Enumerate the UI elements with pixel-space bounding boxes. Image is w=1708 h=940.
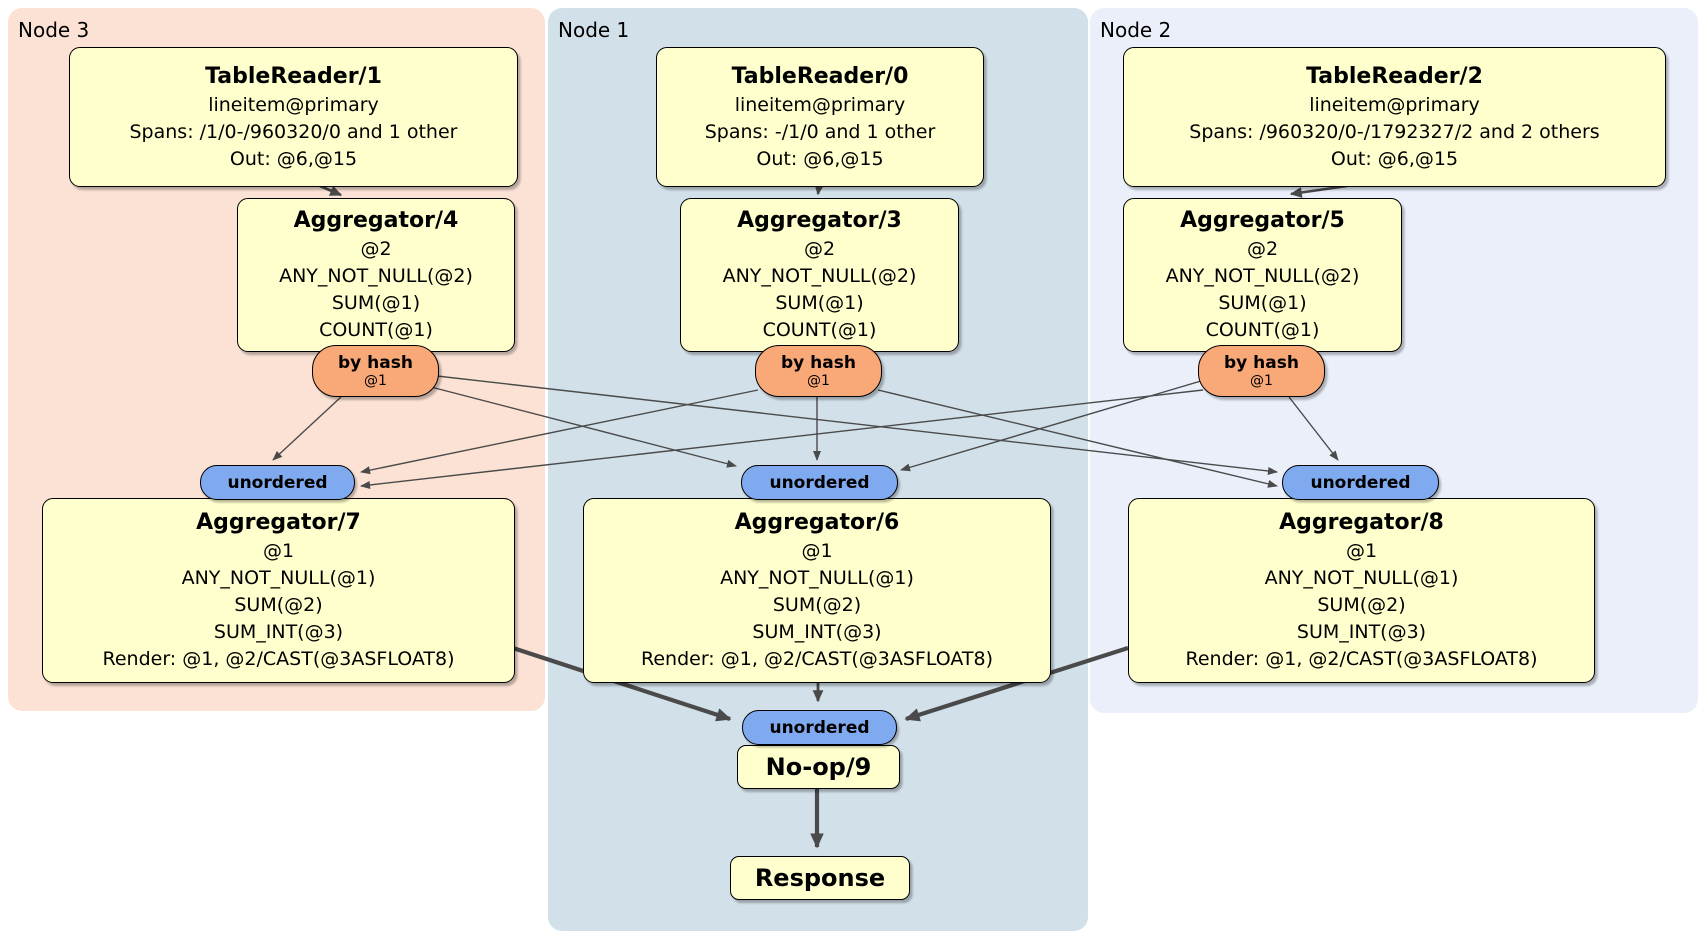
processor-response: Response <box>730 856 910 900</box>
processor-detail: Render: @1, @2/CAST(@3ASFLOAT8) <box>641 648 993 670</box>
edge-hashM-syncR <box>877 389 1278 488</box>
processor-detail: COUNT(@1) <box>319 319 433 341</box>
router-detail: @1 <box>807 372 830 389</box>
processor-tablereader-2: TableReader/2 lineitem@primary Spans: /9… <box>1123 47 1666 187</box>
processor-aggregator-6: Aggregator/6 @1 ANY_NOT_NULL(@1) SUM(@2)… <box>583 498 1051 683</box>
router-by-hash-left: by hash @1 <box>312 345 439 397</box>
sync-label: unordered <box>769 472 870 493</box>
processor-detail: SUM(@2) <box>234 594 323 616</box>
sync-unordered-left: unordered <box>200 465 355 500</box>
processor-detail: ANY_NOT_NULL(@1) <box>720 567 914 589</box>
router-by-hash-mid: by hash @1 <box>755 345 882 397</box>
panel-node3-label: Node 3 <box>18 18 90 42</box>
processor-detail: @2 <box>803 238 836 260</box>
router-label: by hash <box>781 352 856 373</box>
processor-detail: lineitem@primary <box>208 93 379 116</box>
processor-detail: Spans: -/1/0 and 1 other <box>704 120 936 143</box>
processor-detail: ANY_NOT_NULL(@2) <box>279 265 473 287</box>
processor-detail: SUM_INT(@3) <box>213 621 344 643</box>
router-label: by hash <box>1224 352 1299 373</box>
processor-detail: @2 <box>1246 238 1279 260</box>
processor-detail: Render: @1, @2/CAST(@3ASFLOAT8) <box>1185 648 1538 670</box>
processor-detail: SUM(@1) <box>775 292 864 314</box>
edge-hashR-syncM <box>900 380 1202 472</box>
processor-detail: COUNT(@1) <box>1205 319 1320 341</box>
processor-title: Response <box>754 864 886 892</box>
sync-unordered-final: unordered <box>742 710 897 745</box>
edge-hashL-syncL <box>272 396 342 461</box>
edge-tr2-agg5 <box>1289 184 1348 198</box>
processor-detail: ANY_NOT_NULL(@1) <box>181 567 376 589</box>
processor-detail: @1 <box>1345 540 1378 562</box>
edge-tr1-agg4 <box>319 184 343 197</box>
sync-unordered-right: unordered <box>1282 465 1439 500</box>
processor-title: Aggregator/6 <box>734 510 900 535</box>
processor-aggregator-8: Aggregator/8 @1 ANY_NOT_NULL(@1) SUM(@2)… <box>1128 498 1595 683</box>
edge-hashL-syncR <box>436 375 1278 475</box>
processor-detail: Render: @1, @2/CAST(@3ASFLOAT8) <box>102 648 455 670</box>
processor-detail: @2 <box>360 238 392 260</box>
processor-title: TableReader/2 <box>1306 63 1483 89</box>
processor-aggregator-4: Aggregator/4 @2 ANY_NOT_NULL(@2) SUM(@1)… <box>237 198 515 352</box>
processor-detail: ANY_NOT_NULL(@2) <box>1165 265 1360 287</box>
panel-node2-label: Node 2 <box>1100 18 1172 42</box>
processor-detail: SUM(@1) <box>331 292 421 314</box>
processor-detail: Out: @6,@15 <box>756 147 884 170</box>
processor-detail: @1 <box>801 540 833 562</box>
router-detail: @1 <box>1250 372 1273 389</box>
processor-title: Aggregator/5 <box>1180 208 1345 233</box>
sync-label: unordered <box>1310 472 1411 493</box>
processor-detail: lineitem@primary <box>1309 93 1480 116</box>
processor-tablereader-1: TableReader/1 lineitem@primary Spans: /1… <box>69 47 518 187</box>
processor-title: TableReader/0 <box>731 63 909 89</box>
processor-detail: lineitem@primary <box>734 93 906 116</box>
processor-title: Aggregator/4 <box>293 208 459 233</box>
processor-detail: COUNT(@1) <box>762 319 877 341</box>
router-label: by hash <box>338 352 413 373</box>
processor-noop-9: No-op/9 <box>737 745 900 789</box>
processor-aggregator-3: Aggregator/3 @2 ANY_NOT_NULL(@2) SUM(@1)… <box>680 198 959 352</box>
processor-detail: SUM(@1) <box>1218 292 1307 314</box>
processor-aggregator-5: Aggregator/5 @2 ANY_NOT_NULL(@2) SUM(@1)… <box>1123 198 1402 352</box>
processor-title: Aggregator/7 <box>196 510 361 535</box>
edge-hashR-syncL <box>360 389 1204 489</box>
processor-detail: ANY_NOT_NULL(@1) <box>1264 567 1459 589</box>
panel-node1-label: Node 1 <box>558 18 630 42</box>
sync-label: unordered <box>227 472 328 493</box>
processor-detail: SUM_INT(@3) <box>1296 621 1427 643</box>
edge-hashR-syncR <box>1288 396 1339 461</box>
processor-title: No-op/9 <box>765 753 872 781</box>
router-by-hash-right: by hash @1 <box>1198 345 1325 397</box>
sync-label: unordered <box>769 717 870 738</box>
edge-hashM-syncL <box>360 389 759 475</box>
router-detail: @1 <box>364 372 387 389</box>
processor-detail: Spans: /960320/0-/1792327/2 and 2 others <box>1189 120 1600 143</box>
processor-detail: ANY_NOT_NULL(@2) <box>722 265 917 287</box>
processor-detail: SUM(@2) <box>1317 594 1406 616</box>
processor-detail: Out: @6,@15 <box>229 147 358 170</box>
processor-detail: Spans: /1/0-/960320/0 and 1 other <box>129 120 458 143</box>
edge-agg8-syncF <box>904 645 1129 722</box>
processor-aggregator-7: Aggregator/7 @1 ANY_NOT_NULL(@1) SUM(@2)… <box>42 498 515 683</box>
sync-unordered-mid: unordered <box>741 465 898 500</box>
processor-title: Aggregator/8 <box>1279 510 1444 535</box>
processor-detail: SUM_INT(@3) <box>752 621 882 643</box>
processor-title: Aggregator/3 <box>737 208 902 233</box>
edge-agg7-syncF <box>512 646 732 722</box>
processor-title: TableReader/1 <box>205 63 382 89</box>
processor-detail: @1 <box>262 540 295 562</box>
processor-detail: Out: @6,@15 <box>1330 147 1459 170</box>
processor-detail: SUM(@2) <box>772 594 862 616</box>
edge-tr0-agg3 <box>813 182 825 196</box>
processor-tablereader-0: TableReader/0 lineitem@primary Spans: -/… <box>656 47 984 187</box>
